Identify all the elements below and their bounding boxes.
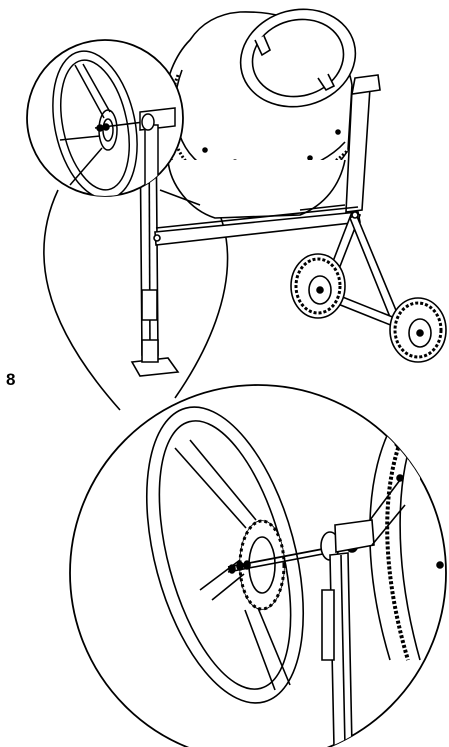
zoom-circle-small: [26, 39, 184, 197]
step-number: 8: [6, 370, 16, 389]
handwheel-icon: [145, 406, 305, 704]
mixer-drum-icon: [162, 8, 357, 219]
handwheel-icon: [52, 50, 138, 196]
zoom-circle-large: [69, 384, 447, 747]
wheel-icon: [290, 253, 447, 363]
